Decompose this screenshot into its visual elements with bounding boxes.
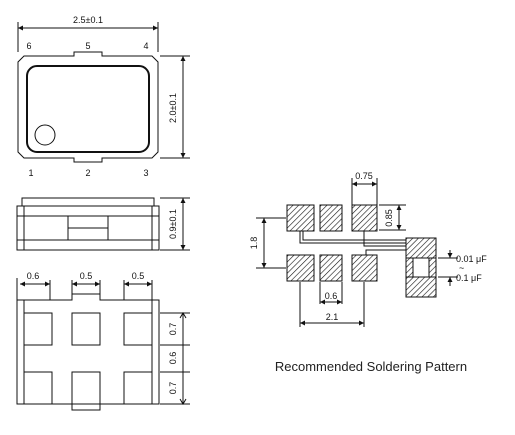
capacitor-value-1: 0.01 μF	[456, 254, 487, 264]
solder-pad-bottom-3	[351, 254, 378, 282]
top-package-outline	[17, 51, 159, 163]
bottom-pad-5	[71, 312, 101, 346]
bypass-capacitor-footprint	[405, 237, 437, 298]
pin1-marker	[34, 124, 56, 146]
bottom-pad-2	[71, 371, 101, 405]
bottom-view: 0.6 0.5 0.5 0.7 0.6 0.7	[16, 271, 190, 411]
solder-pad-top-1	[286, 204, 315, 232]
bottom-pad-gap-dimension: 0.5	[80, 271, 93, 281]
solder-row-pitch-dimension: 1.8	[249, 237, 259, 250]
pin-label-2: 2	[85, 168, 90, 178]
bottom-pad-spacing-dimension: 0.6	[168, 352, 178, 365]
bottom-pad-3	[123, 371, 153, 405]
side-height-dimension: 0.9±0.1	[168, 209, 178, 239]
bottom-pad-6	[23, 312, 53, 346]
solder-pad-bottom-2	[319, 254, 343, 282]
capacitor-approx-symbol: ~	[459, 263, 464, 273]
solder-total-span-dimension: 2.1	[326, 312, 339, 322]
bottom-pad-1	[23, 371, 53, 405]
top-height-dimension: 2.0±0.1	[168, 93, 178, 123]
solder-pad-bottom-1	[286, 254, 315, 282]
solder-pattern-caption: Recommended Soldering Pattern	[275, 359, 467, 374]
capacitor-value-2: 0.1 μF	[456, 273, 482, 283]
solder-pattern: 0.75 0.85 1.8 0.01 μF ~	[249, 171, 487, 374]
bottom-package-outline	[16, 293, 160, 411]
solder-pad-width-bottom-dimension: 0.6	[325, 291, 338, 301]
pin-label-5: 5	[85, 41, 90, 51]
bottom-pad-width-right-dimension: 0.5	[132, 271, 145, 281]
bottom-pad-height-bottom-dimension: 0.7	[168, 382, 178, 395]
bottom-pad-width-dimension: 0.6	[27, 271, 40, 281]
bottom-pad-height-top-dimension: 0.7	[168, 323, 178, 336]
solder-pad-height-dimension: 0.85	[384, 209, 394, 227]
pin-label-1: 1	[28, 168, 33, 178]
solder-pad-width-dimension: 0.75	[355, 171, 373, 181]
pin-label-3: 3	[143, 168, 148, 178]
top-view: 2.5±0.1 6 5 4 2.0±0.1 1 2 3	[17, 15, 190, 178]
pin-label-4: 4	[143, 41, 148, 51]
bottom-pad-4	[123, 312, 153, 346]
solder-pad-top-3	[351, 204, 378, 232]
side-view: 0.9±0.1	[16, 197, 190, 251]
solder-pad-top-2	[319, 204, 343, 232]
top-width-dimension: 2.5±0.1	[73, 15, 103, 25]
package-lid	[26, 65, 150, 153]
pin-label-6: 6	[26, 41, 31, 51]
